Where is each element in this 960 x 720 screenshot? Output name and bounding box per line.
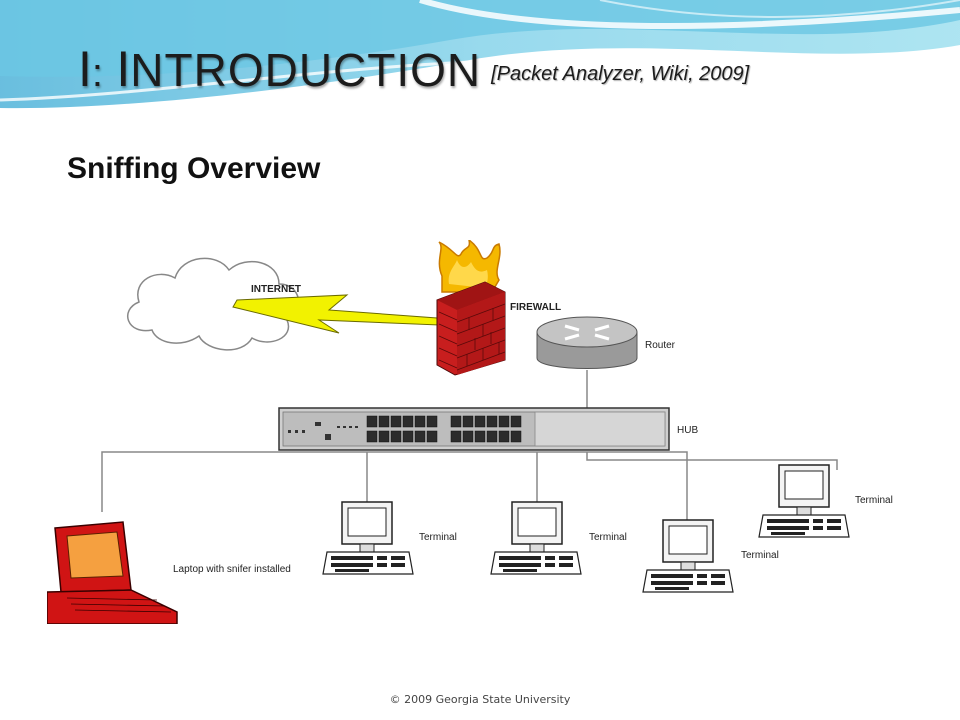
laptop-label: Laptop with snifer installed: [173, 564, 291, 575]
slide-subtitle: Sniffing Overview: [67, 152, 321, 185]
router-icon: [536, 316, 638, 369]
internet-cloud-icon: [127, 257, 300, 351]
hub-label: HUB: [677, 425, 698, 436]
title-numeral: I: [78, 41, 92, 97]
terminal-2-icon: [490, 501, 582, 575]
title-citation: [Packet Analyzer, Wiki, 2009]: [491, 63, 750, 85]
hub-icon: [278, 407, 670, 451]
firewall-label: FIREWALL: [510, 302, 561, 313]
router-label: Router: [645, 340, 676, 351]
terminal-1-label: Terminal: [419, 532, 457, 543]
firewall-icon: [436, 240, 506, 376]
terminal-4-icon: [758, 464, 850, 538]
terminal-4-label: Terminal: [855, 495, 893, 506]
title-colon: :: [91, 51, 104, 95]
terminal-3-label: Terminal: [741, 550, 779, 561]
terminal-1-icon: [322, 501, 414, 575]
slide-footer: © 2009 Georgia State University: [389, 693, 571, 706]
title-text: NTRODUCTION: [130, 44, 482, 96]
network-diagram: INTERNET FIREWALL Router: [47, 240, 903, 624]
laptop-icon: [47, 521, 178, 624]
internet-label: INTERNET: [251, 284, 301, 295]
terminal-2-label: Terminal: [589, 532, 627, 543]
terminal-3-icon: [642, 519, 734, 593]
header-wave-decoration: [0, 0, 960, 109]
slide-title: I: INTRODUCTION[Packet Analyzer, Wiki, 2…: [78, 44, 749, 95]
title-initial: I: [116, 41, 131, 97]
